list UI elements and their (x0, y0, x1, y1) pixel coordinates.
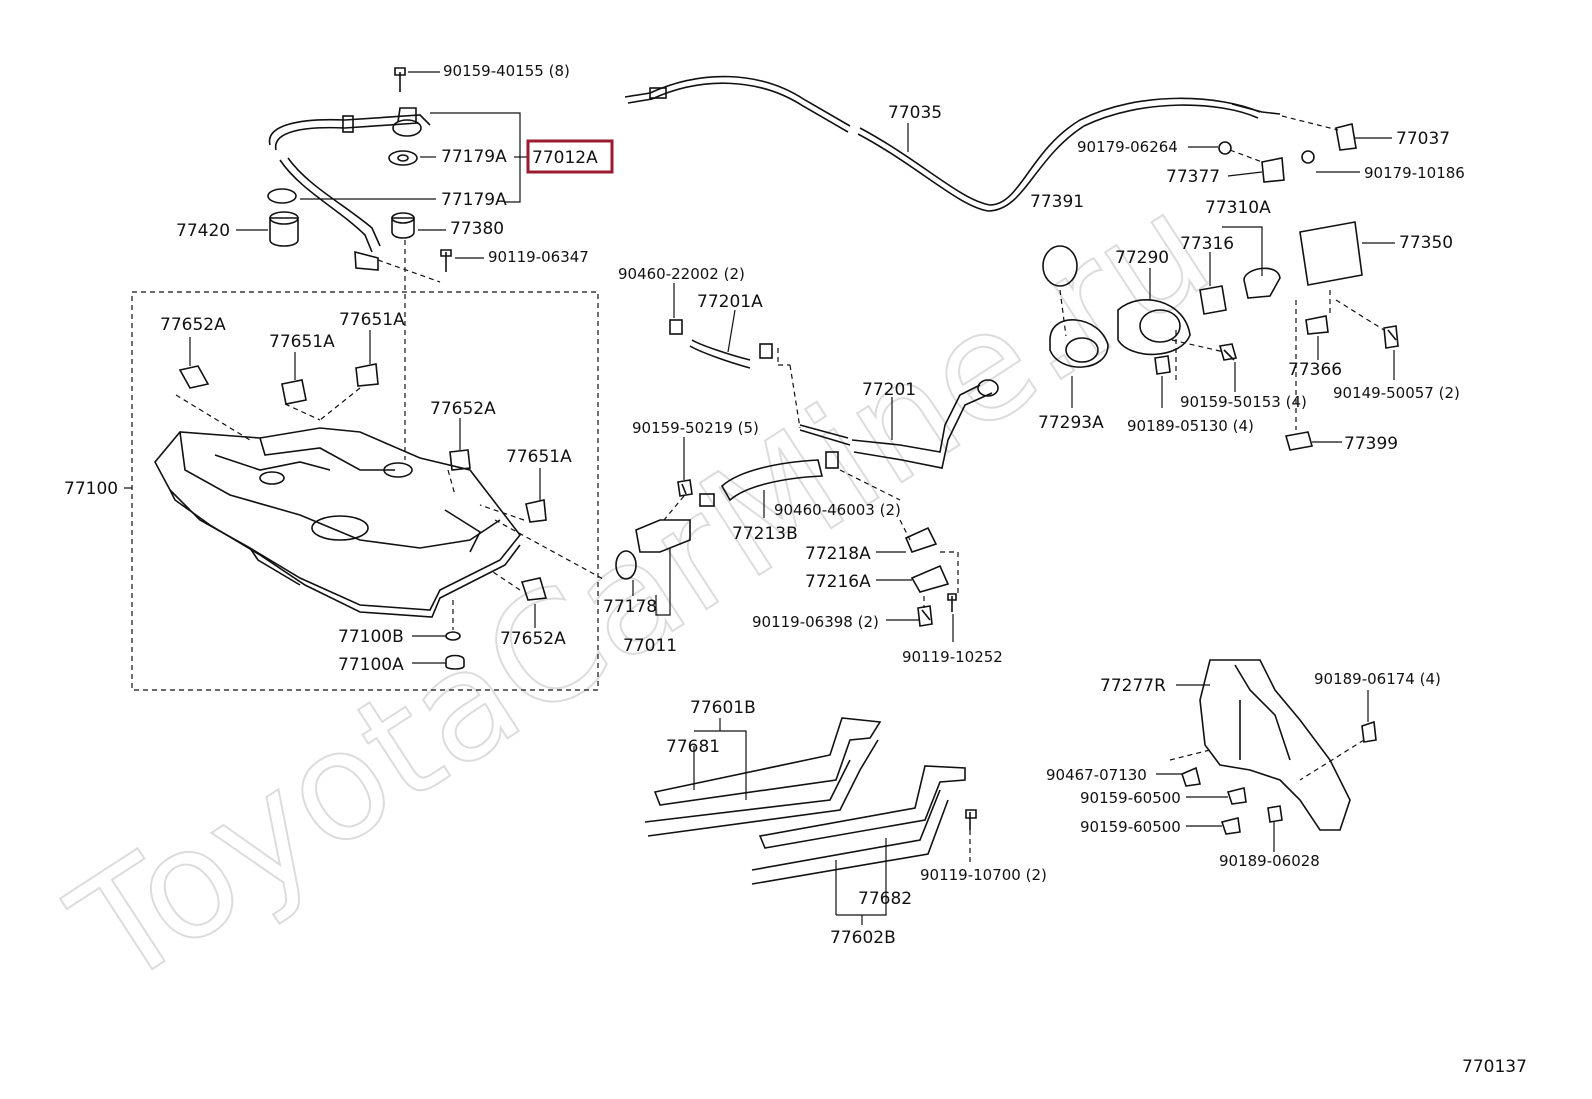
label-77011: 77011 (623, 636, 677, 656)
label-77201a: 77201A (697, 292, 763, 312)
label-77377: 77377 (1166, 167, 1220, 187)
label-90119-06347: 90119-06347 (488, 248, 589, 266)
label-77037: 77037 (1396, 129, 1450, 149)
label-77601b: 77601B (690, 698, 756, 718)
label-77366: 77366 (1288, 360, 1342, 380)
fuel-tank (154, 427, 522, 618)
label-90119-06398: 90119-06398 (2) (752, 613, 879, 631)
diagram-id: 770137 (1462, 1057, 1527, 1077)
label-77652a-top: 77652A (160, 315, 226, 335)
label-90189-06174: 90189-06174 (4) (1314, 670, 1441, 688)
label-77178: 77178 (603, 597, 657, 617)
leaders-right-top (1059, 137, 1395, 443)
label-77316: 77316 (1180, 234, 1234, 254)
part-labels: 90159-40155 (8) 77035 77037 90179-06264 … (64, 62, 1527, 1077)
label-90179-10186: 90179-10186 (1364, 164, 1465, 182)
label-77035: 77035 (888, 103, 942, 123)
label-90460-46003: 90460-46003 (2) (774, 501, 901, 519)
label-77391: 77391 (1030, 192, 1084, 212)
label-77350: 77350 (1399, 233, 1453, 253)
label-77100: 77100 (64, 479, 118, 499)
label-77201: 77201 (862, 380, 916, 400)
label-77651a-top-left: 77651A (269, 332, 335, 352)
fender-liner (1181, 659, 1377, 835)
label-77179a-lower: 77179A (441, 190, 507, 210)
label-77399: 77399 (1344, 434, 1398, 454)
leaders-straps (693, 718, 971, 925)
label-90149-50057: 90149-50057 (2) (1333, 384, 1460, 402)
label-77380: 77380 (450, 219, 504, 239)
label-77216a: 77216A (805, 572, 871, 592)
label-90159-60500-lower: 90159-60500 (1080, 818, 1181, 836)
label-77277r: 77277R (1100, 676, 1166, 696)
leaders-top-left (236, 71, 528, 460)
leaders-filler (632, 283, 959, 642)
label-77651a-top-right: 77651A (339, 310, 405, 330)
label-77100b: 77100B (338, 627, 404, 647)
label-90189-05130: 90189-05130 (4) (1127, 417, 1254, 435)
label-77213b: 77213B (732, 524, 798, 544)
watermark: ToyotaCarMine.ru (44, 161, 1239, 1021)
label-77651a-right: 77651A (506, 447, 572, 467)
tank-group-box (131, 291, 599, 691)
label-77602b: 77602B (830, 928, 896, 948)
leaders-fender (1156, 684, 1369, 852)
label-90159-50219: 90159-50219 (5) (632, 419, 759, 437)
label-77290: 77290 (1115, 248, 1169, 268)
label-77682: 77682 (858, 889, 912, 909)
label-90159-40155: 90159-40155 (8) (443, 62, 570, 80)
tank-straps (644, 717, 977, 885)
label-90119-10700: 90119-10700 (2) (920, 866, 1047, 884)
label-77310a: 77310A (1205, 198, 1271, 218)
highlight-box (526, 139, 614, 174)
label-90159-50153: 90159-50153 (4) (1180, 393, 1307, 411)
label-77179a-upper: 77179A (441, 147, 507, 167)
label-77012a: 77012A (532, 148, 598, 168)
vent-tube-assembly (267, 67, 452, 272)
label-90159-60500-upper: 90159-60500 (1080, 789, 1181, 807)
label-77293a: 77293A (1038, 413, 1104, 433)
label-77218a: 77218A (805, 544, 871, 564)
label-77681: 77681 (666, 737, 720, 757)
label-77652a-bottom: 77652A (500, 629, 566, 649)
label-90460-22002: 90460-22002 (2) (618, 265, 745, 283)
tank-pads (178, 363, 548, 670)
leaders-tank (124, 330, 606, 664)
label-77100a: 77100A (338, 655, 404, 675)
label-90119-10252: 90119-10252 (902, 648, 1003, 666)
label-90179-06264: 90179-06264 (1077, 138, 1178, 156)
fuel-lid-cable (624, 75, 1339, 212)
label-77420: 77420 (176, 221, 230, 241)
fuel-lid-parts (1042, 123, 1399, 451)
label-90467-07130: 90467-07130 (1046, 766, 1147, 784)
label-90189-06028: 90189-06028 (1219, 852, 1320, 870)
label-77652a-middle: 77652A (430, 399, 496, 419)
filler-pipe (615, 319, 999, 627)
